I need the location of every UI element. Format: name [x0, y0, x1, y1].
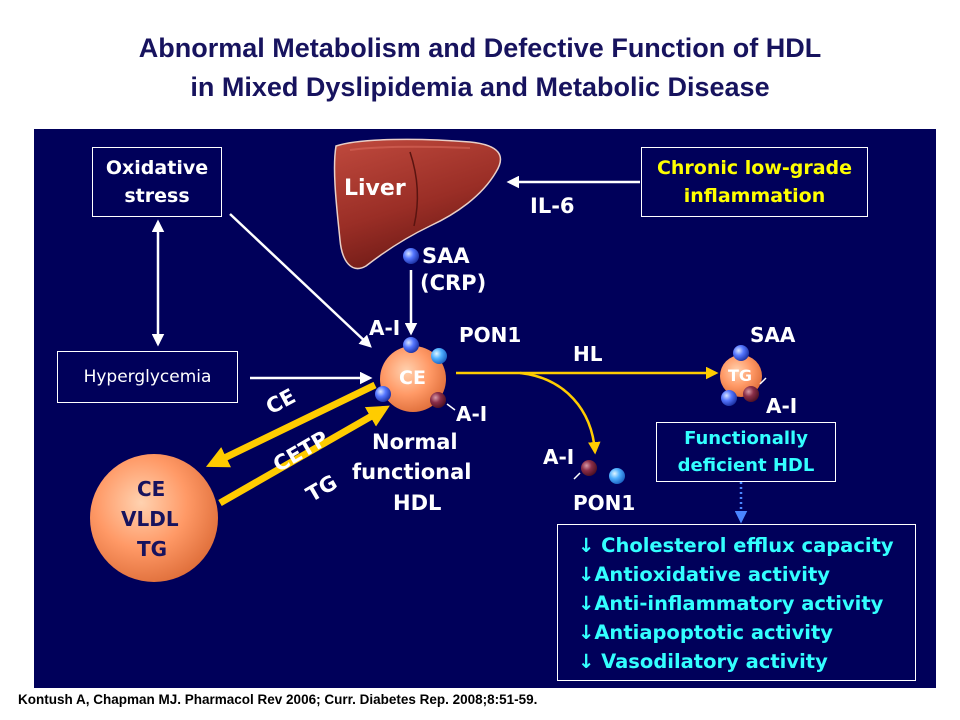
- apoai-right-label: A-I: [766, 394, 798, 418]
- normal-hdl-label-line2: functional: [352, 460, 472, 484]
- effect-item-vasodilatory: ↓ Vasodilatory activity: [578, 650, 828, 673]
- apoai-bottom-label: A-I: [456, 402, 488, 426]
- hdl-apoai-sphere-left: [375, 386, 391, 402]
- liver-image: [333, 138, 502, 270]
- hl-label: HL: [573, 342, 603, 366]
- diagram-panel: [34, 129, 936, 688]
- oxidative-stress-line1: Oxidative: [105, 157, 209, 179]
- apoai-top-label: A-I: [369, 316, 401, 340]
- effect-item-anti-inflammatory: ↓Anti-inflammatory activity: [578, 592, 884, 615]
- tg-hdl-apoai-sphere-right: [743, 386, 759, 402]
- normal-hdl-particle: [380, 346, 446, 412]
- citation: Kontush A, Chapman MJ. Pharmacol Rev 200…: [18, 692, 538, 707]
- saa-crp-label-line1: SAA: [422, 244, 470, 268]
- vldl-label-line1: CE: [137, 477, 166, 501]
- hyperglycemia-box: Hyperglycemia: [57, 351, 238, 403]
- deficient-hdl-box: Functionally deficient HDL: [656, 422, 836, 482]
- liver-label: Liver: [344, 176, 406, 201]
- vldl-label-line3: TG: [137, 537, 168, 561]
- hdl-apoai-sphere-top: [403, 337, 419, 353]
- effect-item-antiapoptotic: ↓Antiapoptotic activity: [578, 621, 834, 644]
- saa-crp-label-line2: (CRP): [420, 271, 487, 295]
- oxidative-stress-box: Oxidative stress: [92, 147, 222, 217]
- saa-crp-sphere: [403, 248, 419, 264]
- arrow-hl-to-free-ai: [519, 371, 601, 455]
- slide-title-line2: in Mixed Dyslipidemia and Metabolic Dise…: [190, 72, 770, 102]
- il6-label: IL-6: [530, 194, 575, 218]
- effects-box: ↓ Cholesterol efflux capacity ↓Antioxida…: [557, 524, 916, 681]
- free-apoai-label: A-I: [543, 445, 575, 469]
- inflammation-line1: Chronic low-grade: [656, 157, 853, 179]
- hyperglycemia-text: Hyperglycemia: [83, 367, 212, 387]
- normal-hdl-label-line3: HDL: [393, 491, 442, 515]
- hdl-apoai-sphere-bottom: [430, 392, 446, 408]
- pon1-top-label: PON1: [459, 323, 522, 347]
- hdl-ce-label: CE: [399, 367, 426, 389]
- deficient-hdl-line2: deficient HDL: [677, 455, 815, 476]
- free-apoai-sphere: [581, 460, 597, 476]
- arrow-ce-to-vldl: [205, 381, 377, 468]
- tg-hdl-apoai-sphere-left: [721, 390, 737, 406]
- normal-hdl-label-line1: Normal: [372, 430, 458, 454]
- free-pon1-label: PON1: [573, 491, 636, 515]
- free-pon1-sphere: [609, 468, 625, 484]
- tg-hdl-label: TG: [728, 366, 753, 385]
- vldl-label-line2: VLDL: [121, 507, 179, 531]
- hdl-pon1-sphere: [431, 348, 447, 364]
- inflammation-box: Chronic low-grade inflammation: [641, 147, 868, 217]
- arrow-tg-to-hdl: [218, 405, 390, 507]
- vldl-particle: [90, 454, 218, 582]
- inflammation-line2: inflammation: [683, 185, 826, 207]
- effect-item-antioxidative: ↓Antioxidative activity: [578, 563, 830, 586]
- deficient-hdl-line1: Functionally: [684, 428, 808, 449]
- effect-item-efflux: ↓ Cholesterol efflux capacity: [578, 534, 894, 557]
- oxidative-stress-line2: stress: [124, 185, 190, 207]
- arrow-oxidative-to-hdl: [229, 213, 372, 348]
- slide-title-line1: Abnormal Metabolism and Defective Functi…: [138, 33, 822, 63]
- saa-right-label: SAA: [750, 323, 796, 347]
- tg-hdl-saa-sphere: [733, 345, 749, 361]
